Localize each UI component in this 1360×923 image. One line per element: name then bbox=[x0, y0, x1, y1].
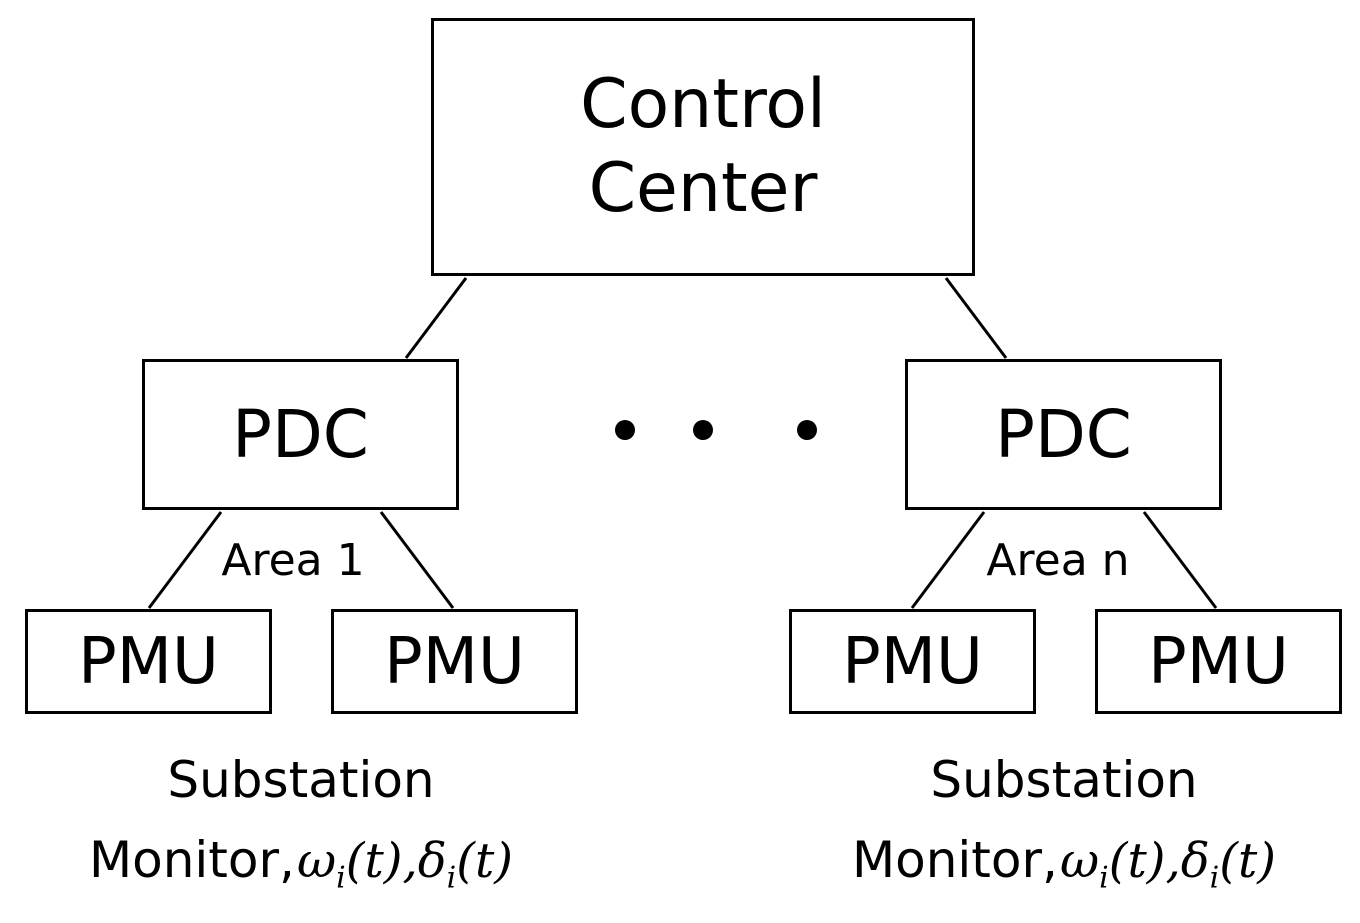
substation-label-area-n: Substation bbox=[930, 751, 1198, 809]
pmu-label: PMU bbox=[1148, 624, 1289, 699]
pmu-box-area-1-right: PMU bbox=[331, 609, 578, 714]
monitor-label-area-n: Monitor, ωi(t),δi(t) bbox=[852, 831, 1276, 896]
ellipsis-dot bbox=[693, 420, 713, 440]
connector-pdc-1-pmu-1b bbox=[379, 511, 455, 609]
ellipsis-dot bbox=[615, 420, 635, 440]
pdc-box-area-1: PDC bbox=[142, 359, 459, 510]
pmu-label: PMU bbox=[384, 624, 525, 699]
pmu-box-area-1-left: PMU bbox=[25, 609, 272, 714]
connector-cc-pdc-1 bbox=[404, 277, 468, 359]
pdc-label: PDC bbox=[232, 396, 369, 473]
pdc-box-area-n: PDC bbox=[905, 359, 1222, 510]
area-1-label: Area 1 bbox=[221, 535, 365, 586]
control-center-line1: Control bbox=[580, 65, 826, 144]
area-n-label: Area n bbox=[986, 535, 1130, 586]
ellipsis-dot bbox=[797, 420, 817, 440]
monitor-math: ωi(t),δi(t) bbox=[296, 833, 514, 896]
control-center-line2: Center bbox=[588, 149, 818, 228]
pmu-label: PMU bbox=[78, 624, 219, 699]
monitor-math: ωi(t),δi(t) bbox=[1059, 833, 1277, 896]
monitor-label-area-1: Monitor, ωi(t),δi(t) bbox=[89, 831, 513, 896]
connector-pdc-n-pmu-nb bbox=[1142, 511, 1218, 609]
connector-cc-pdc-n bbox=[944, 277, 1008, 359]
pmu-label: PMU bbox=[842, 624, 983, 699]
connector-pdc-n-pmu-na bbox=[910, 511, 986, 609]
substation-label-area-1: Substation bbox=[167, 751, 435, 809]
connector-pdc-1-pmu-1a bbox=[147, 511, 223, 609]
control-center-box: Control Center bbox=[431, 18, 975, 276]
monitor-prefix: Monitor, bbox=[88, 831, 295, 889]
pmu-box-area-n-left: PMU bbox=[789, 609, 1036, 714]
pmu-box-area-n-right: PMU bbox=[1095, 609, 1342, 714]
pdc-label: PDC bbox=[995, 396, 1132, 473]
monitor-prefix: Monitor, bbox=[851, 831, 1058, 889]
